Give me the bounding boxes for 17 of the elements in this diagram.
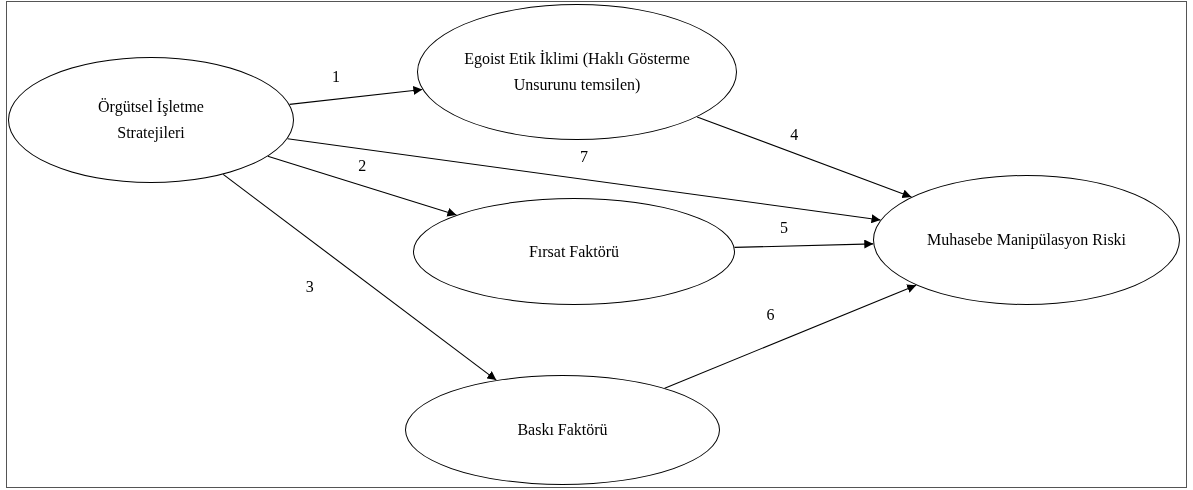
node-label: Örgütsel İşletme Stratejileri — [97, 97, 205, 144]
node-label: Egoist Etik İklimi (Haklı Gösterme Unsurunu temsilen) — [463, 49, 691, 96]
arrow — [222, 173, 497, 381]
arrow — [289, 85, 423, 105]
edge-label: 6 — [765, 306, 776, 323]
edge-label: 5 — [778, 219, 789, 236]
node-label: Baskı Faktörü — [517, 420, 608, 440]
node-label: Fırsat Faktörü — [528, 241, 620, 262]
arrow — [287, 138, 881, 224]
edge-label: 1 — [330, 68, 341, 85]
arrow — [696, 116, 912, 199]
edge-label: 2 — [357, 157, 368, 174]
arrow — [267, 155, 457, 217]
node-label: Muhasebe Manipülasyon Riski — [926, 230, 1127, 251]
arrow — [664, 284, 917, 389]
edge-label: 4 — [789, 126, 800, 143]
arrow — [734, 239, 874, 249]
